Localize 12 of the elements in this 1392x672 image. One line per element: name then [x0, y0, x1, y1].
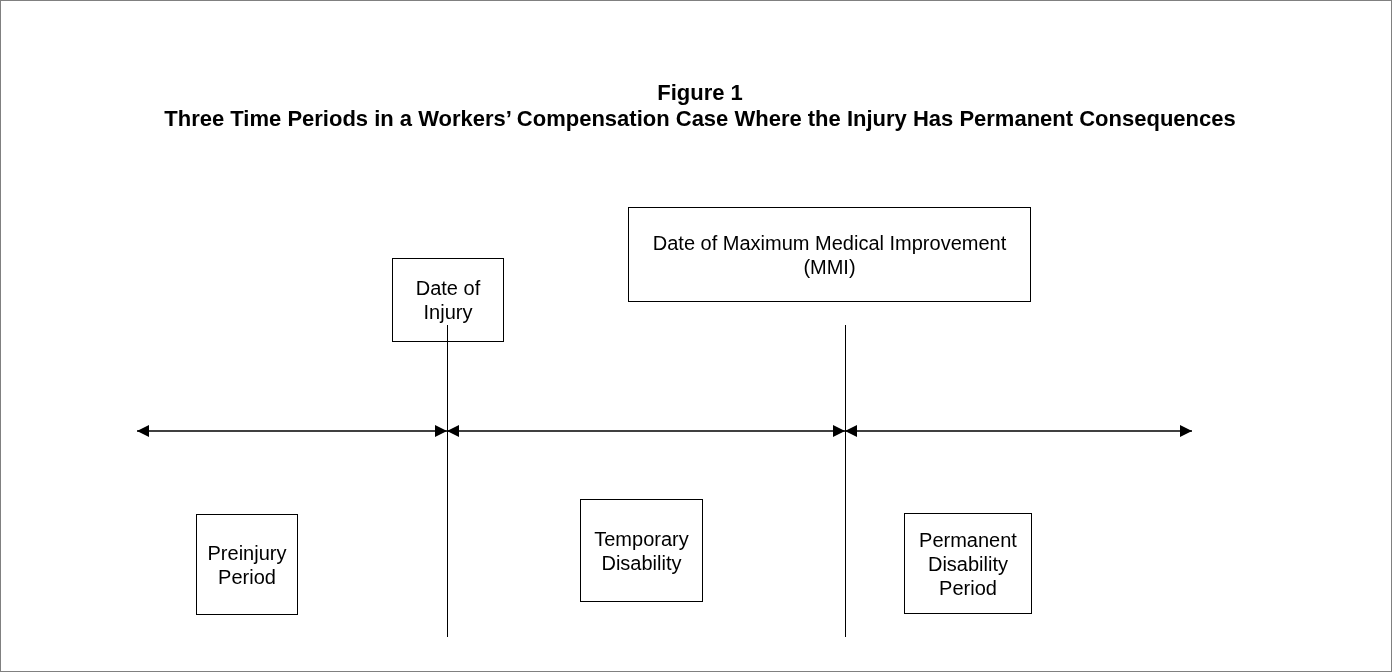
- timeline-marker-line: [447, 325, 448, 637]
- date-label-box: Date of Maximum Medical Improvement (MMI): [628, 207, 1031, 302]
- double-headed-arrow: [446, 425, 846, 437]
- date-label-box: Date of Injury: [392, 258, 504, 342]
- period-label-box: Permanent Disability Period: [904, 513, 1032, 614]
- double-headed-arrow: [136, 425, 448, 437]
- double-headed-arrow: [844, 425, 1193, 437]
- timeline-marker-line: [845, 325, 846, 637]
- figure-number: Figure 1: [656, 80, 744, 106]
- period-label-box: Preinjury Period: [196, 514, 298, 615]
- figure-title: Three Time Periods in a Workers’ Compensation Case Where the Injury Has Permanent Consequences: [163, 106, 1237, 132]
- period-label-box: Temporary Disability: [580, 499, 703, 602]
